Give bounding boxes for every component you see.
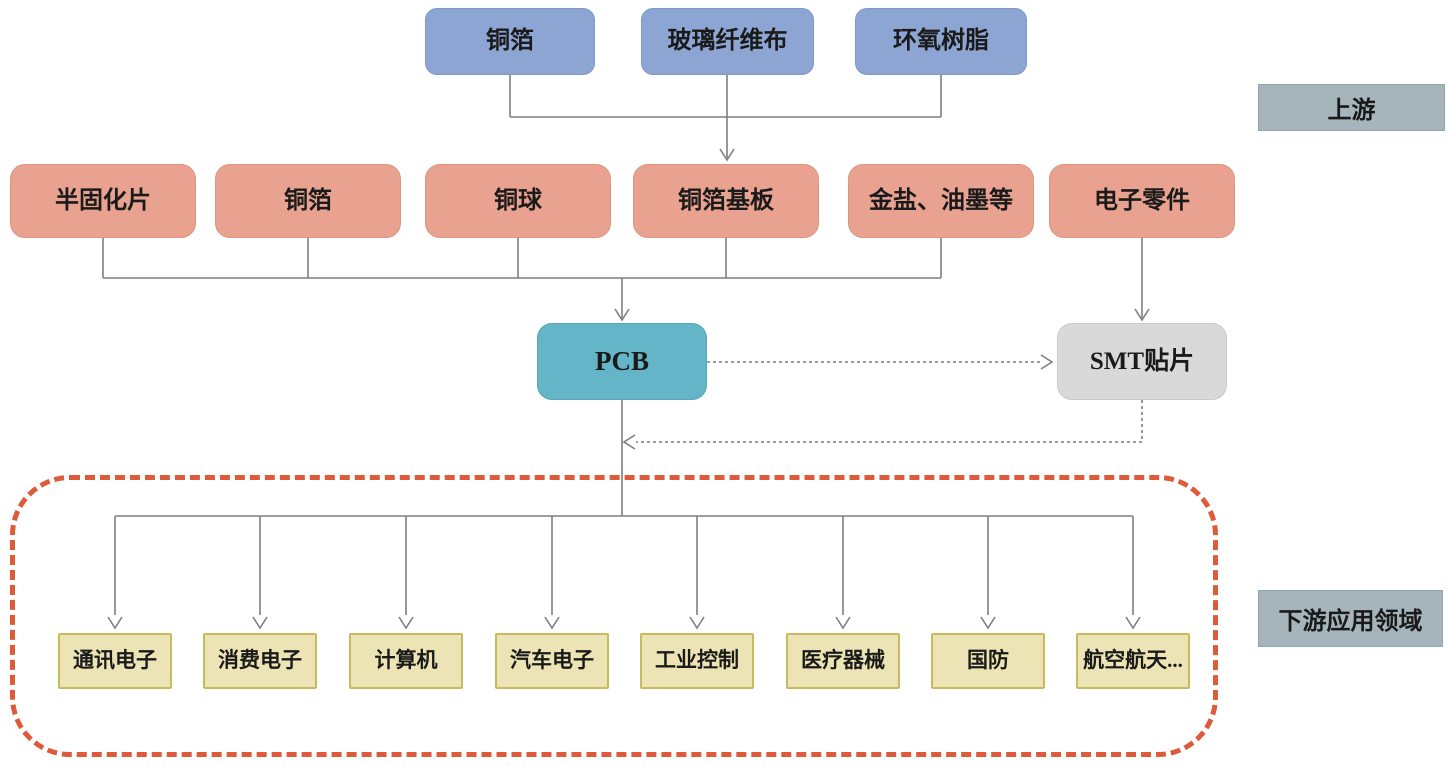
node-app-industrial: 工业控制	[640, 633, 754, 689]
node-copper-foil-mid: 铜箔	[215, 164, 401, 238]
node-pcb: PCB	[537, 323, 707, 400]
node-app-defense: 国防	[931, 633, 1045, 689]
node-gold-salt-ink: 金盐、油墨等	[848, 164, 1034, 238]
node-copper-clad-laminate: 铜箔基板	[633, 164, 819, 238]
arrowhead-right-icon	[1040, 354, 1054, 370]
node-prepreg: 半固化片	[10, 164, 196, 238]
upstream-stage-label: 上游	[1258, 84, 1445, 131]
node-glass-fiber-cloth: 玻璃纤维布	[641, 8, 814, 75]
node-smt: SMT贴片	[1057, 323, 1227, 400]
connector-parts-to-smt	[1134, 238, 1150, 322]
connector-raw-to-ccl	[509, 75, 942, 162]
arrowhead-down-icon	[614, 308, 630, 322]
connector-smt-return	[622, 400, 1143, 450]
node-app-medical: 医疗器械	[786, 633, 900, 689]
node-app-communications: 通讯电子	[58, 633, 172, 689]
node-epoxy-resin: 环氧树脂	[855, 8, 1027, 75]
connector-pcb-to-smt	[707, 354, 1054, 370]
node-app-automotive: 汽车电子	[495, 633, 609, 689]
downstream-stage-label: 下游应用领域	[1258, 590, 1443, 647]
node-electronic-parts: 电子零件	[1049, 164, 1235, 238]
downstream-zone-border	[10, 475, 1218, 757]
arrowhead-down-icon	[719, 148, 735, 162]
arrowhead-left-icon	[622, 434, 636, 450]
node-app-consumer: 消费电子	[203, 633, 317, 689]
arrowhead-down-icon	[1134, 308, 1150, 322]
node-copper-ball: 铜球	[425, 164, 611, 238]
node-app-aerospace: 航空航天...	[1076, 633, 1190, 689]
node-copper-foil-raw: 铜箔	[425, 8, 595, 75]
connector-mid-to-pcb	[102, 238, 942, 322]
node-app-computer: 计算机	[349, 633, 463, 689]
